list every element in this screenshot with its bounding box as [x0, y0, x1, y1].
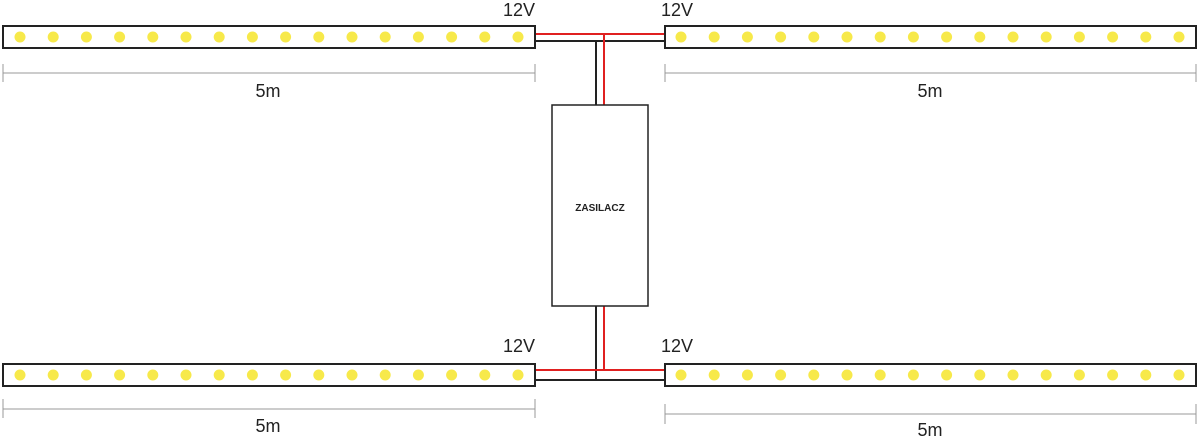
- led-dot: [675, 31, 687, 43]
- led-dot: [974, 369, 986, 381]
- led-dot: [941, 369, 953, 381]
- led-dot: [114, 31, 126, 43]
- led-dot: [741, 369, 753, 381]
- led-dot: [1140, 369, 1152, 381]
- led-dot: [346, 369, 358, 381]
- led-dot: [14, 369, 26, 381]
- led-dot: [147, 31, 159, 43]
- strip-body-top-right: [664, 25, 1197, 49]
- led-row-bottom-left: [14, 369, 524, 381]
- led-dot: [1107, 31, 1119, 43]
- led-strip-top-right: 12V 5m: [661, 0, 1197, 101]
- voltage-label-top-right: 12V: [661, 0, 693, 20]
- led-dot: [841, 31, 853, 43]
- led-dot: [80, 31, 92, 43]
- led-dot: [379, 369, 391, 381]
- strip-body-bottom-left: [2, 363, 536, 387]
- voltage-label-bottom-right: 12V: [661, 336, 693, 356]
- led-strip-bottom-right: 12V 5m: [661, 336, 1197, 437]
- voltage-label-bottom-left: 12V: [503, 336, 535, 356]
- led-dot: [1140, 31, 1152, 43]
- power-supply: ZASILACZ: [551, 104, 649, 307]
- led-dot: [1073, 369, 1085, 381]
- led-dot: [974, 31, 986, 43]
- led-dot: [1007, 31, 1019, 43]
- led-dot: [741, 31, 753, 43]
- strip-body-bottom-right: [664, 363, 1197, 387]
- power-supply-label: ZASILACZ: [575, 203, 624, 214]
- led-dot: [114, 369, 126, 381]
- length-label-top-right: 5m: [917, 81, 942, 101]
- led-dot: [708, 31, 720, 43]
- led-dot: [512, 31, 524, 43]
- led-dot: [808, 31, 820, 43]
- led-dot: [1173, 31, 1185, 43]
- led-dot: [180, 31, 192, 43]
- led-dot: [14, 31, 26, 43]
- led-dot: [313, 31, 325, 43]
- led-dot: [512, 369, 524, 381]
- led-dot: [1173, 369, 1185, 381]
- led-row-bottom-right: [675, 369, 1185, 381]
- led-dot: [1007, 369, 1019, 381]
- led-row-top-left: [14, 31, 524, 43]
- led-dot: [246, 369, 258, 381]
- led-dot: [775, 31, 787, 43]
- led-dot: [675, 369, 687, 381]
- dimension-top-right: [664, 64, 1197, 82]
- led-dot: [80, 369, 92, 381]
- wiring: [535, 33, 665, 381]
- led-dot: [708, 369, 720, 381]
- led-dot: [941, 31, 953, 43]
- length-label-top-left: 5m: [255, 81, 280, 101]
- led-dot: [808, 369, 820, 381]
- dimension-bottom-left: [2, 399, 536, 418]
- led-dot: [479, 369, 491, 381]
- led-dot: [479, 31, 491, 43]
- led-dot: [47, 31, 59, 43]
- led-dot: [246, 31, 258, 43]
- led-dot: [775, 369, 787, 381]
- led-dot: [280, 369, 292, 381]
- led-dot: [412, 31, 424, 43]
- led-dot: [1073, 31, 1085, 43]
- led-dot: [874, 31, 886, 43]
- length-label-bottom-left: 5m: [255, 416, 280, 436]
- led-dot: [313, 369, 325, 381]
- led-dot: [1107, 369, 1119, 381]
- length-label-bottom-right: 5m: [917, 420, 942, 437]
- power-supply-box: [551, 104, 649, 307]
- led-strip-top-left: 12V 5m: [2, 0, 536, 101]
- led-dot: [446, 31, 458, 43]
- led-dot: [280, 31, 292, 43]
- led-dot: [446, 369, 458, 381]
- led-dot: [907, 369, 919, 381]
- led-dot: [841, 369, 853, 381]
- led-dot: [412, 369, 424, 381]
- led-dot: [180, 369, 192, 381]
- led-dot: [874, 369, 886, 381]
- led-dot: [379, 31, 391, 43]
- led-dot: [147, 369, 159, 381]
- dimension-bottom-right: [664, 404, 1197, 424]
- strip-body-top-left: [2, 25, 536, 49]
- led-row-top-right: [675, 31, 1185, 43]
- dimension-top-left: [2, 64, 536, 82]
- led-dot: [213, 31, 225, 43]
- led-dot: [1040, 31, 1052, 43]
- led-dot: [1040, 369, 1052, 381]
- led-dot: [346, 31, 358, 43]
- led-dot: [213, 369, 225, 381]
- voltage-label-top-left: 12V: [503, 0, 535, 20]
- led-strip-bottom-left: 12V 5m: [2, 336, 536, 436]
- led-dot: [47, 369, 59, 381]
- led-dot: [907, 31, 919, 43]
